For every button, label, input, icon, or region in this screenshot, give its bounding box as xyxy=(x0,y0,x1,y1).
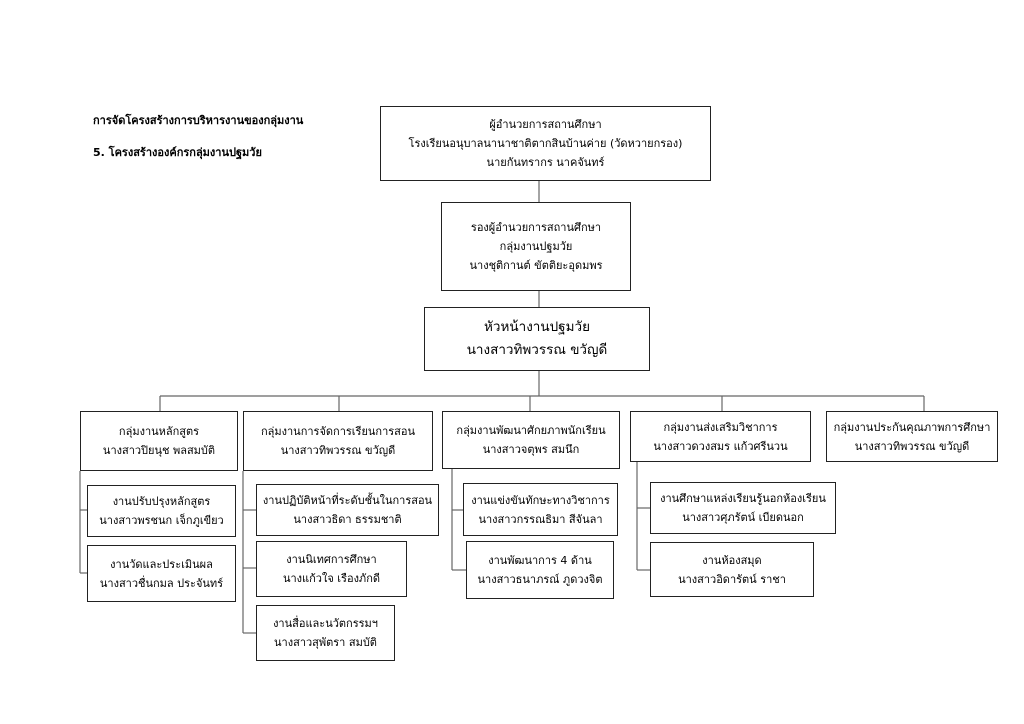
group-quality-assurance-box: กลุ่มงานประกันคุณภาพการศึกษา นางสาวทิพวร… xyxy=(826,411,998,462)
task-class-teaching-box: งานปฏิบัติหน้าที่ระดับชั้นในการสอน นางสา… xyxy=(256,484,439,536)
task-title: งานแข่งขันทักษะทางวิชาการ xyxy=(471,493,610,507)
task-title: งานวัดและประเมินผล xyxy=(110,557,213,571)
task-name: นางแก้วใจ เรืองภักดี xyxy=(282,572,380,585)
group-name: นางสาวทิพวรรณ ขวัญดี xyxy=(280,444,396,457)
deputy-group: กลุ่มงานปฐมวัย xyxy=(499,240,573,253)
task-title: งานห้องสมุด xyxy=(702,553,762,567)
task-outside-learning-box: งานศึกษาแหล่งเรียนรู้นอกห้องเรียน นางสาว… xyxy=(650,482,836,534)
group-teaching-box: กลุ่มงานการจัดการเรียนการสอน นางสาวทิพวร… xyxy=(243,411,433,471)
chart-heading: การจัดโครงสร้างการบริหารงานของกลุ่มงาน xyxy=(93,114,304,127)
head-title: หัวหน้างานปฐมวัย xyxy=(484,319,590,335)
task-supervision-box: งานนิเทศการศึกษา นางแก้วใจ เรืองภักดี xyxy=(256,541,407,597)
task-title: งานปรับปรุงหลักสูตร xyxy=(112,495,211,508)
task-name: นางสาวอิดารัตน์ ราชา xyxy=(678,572,786,586)
group-curriculum-box: กลุ่มงานหลักสูตร นางสาวปิยนุช พลสมบัติ xyxy=(80,411,238,471)
group-name: นางสาวดวงสมร แก้วศรีนวน xyxy=(653,439,788,453)
task-title: งานศึกษาแหล่งเรียนรู้นอกห้องเรียน xyxy=(660,492,826,505)
task-title: งานนิเทศการศึกษา xyxy=(286,553,377,566)
deputy-box: รองผู้อำนวยการสถานศึกษา กลุ่มงานปฐมวัย น… xyxy=(441,202,631,291)
task-curriculum-improvement-box: งานปรับปรุงหลักสูตร นางสาวพรชนก เจ็กภูเข… xyxy=(87,485,236,537)
task-library-box: งานห้องสมุด นางสาวอิดารัตน์ ราชา xyxy=(650,542,814,597)
director-box: ผู้อำนวยการสถานศึกษา โรงเรียนอนุบาลนานาช… xyxy=(380,106,711,181)
task-name: นางสาวกรรณธิมา สีจันลา xyxy=(478,512,603,526)
group-academic-promotion-box: กลุ่มงานส่งเสริมวิชาการ นางสาวดวงสมร แก้… xyxy=(630,411,811,462)
task-title: งานสื่อและนวัตกรรมฯ xyxy=(273,617,378,630)
task-title: งานพัฒนาการ 4 ด้าน xyxy=(488,554,592,567)
task-evaluation-box: งานวัดและประเมินผล นางสาวชื่นกมล ประจันท… xyxy=(87,545,236,602)
director-title: ผู้อำนวยการสถานศึกษา xyxy=(489,118,602,131)
head-box: หัวหน้างานปฐมวัย นางสาวทิพวรรณ ขวัญดี xyxy=(424,307,650,371)
group-title: กลุ่มงานประกันคุณภาพการศึกษา xyxy=(833,420,991,434)
group-name: นางสาวปิยนุช พลสมบัติ xyxy=(102,444,216,457)
head-name: นางสาวทิพวรรณ ขวัญดี xyxy=(466,342,608,358)
deputy-name: นางชุติกานต์ ขัตติยะอุดมพร xyxy=(469,259,603,272)
task-name: นางสาวธนาภรณ์ ภูดวงจิต xyxy=(477,573,603,586)
director-school: โรงเรียนอนุบาลนานาชาติตากสินบ้านค่าย (วั… xyxy=(408,137,683,150)
task-title: งานปฏิบัติหน้าที่ระดับชั้นในการสอน xyxy=(262,494,433,507)
deputy-title: รองผู้อำนวยการสถานศึกษา xyxy=(470,221,602,234)
task-name: นางสาวสุพัตรา สมบัติ xyxy=(274,636,377,649)
chart-subheading: 5. โครงสร้างองค์กรกลุ่มงานปฐมวัย xyxy=(93,146,262,159)
task-name: นางสาวศุภรัตน์ เบียดนอก xyxy=(682,511,804,524)
group-student-potential-box: กลุ่มงานพัฒนาศักยภาพนักเรียน นางสาวจตุพร… xyxy=(442,411,620,469)
group-title: กลุ่มงานหลักสูตร xyxy=(118,425,200,438)
task-name: นางสาวธิดา ธรรมชาติ xyxy=(293,513,402,526)
director-name: นายกันทรากร นาคจันทร์ xyxy=(486,156,605,169)
group-name: นางสาวทิพวรรณ ขวัญดี xyxy=(854,439,970,453)
task-media-innovation-box: งานสื่อและนวัตกรรมฯ นางสาวสุพัตรา สมบัติ xyxy=(256,605,395,661)
group-title: กลุ่มงานการจัดการเรียนการสอน xyxy=(260,425,416,438)
task-name: นางสาวพรชนก เจ็กภูเขียว xyxy=(99,514,224,527)
task-development-box: งานพัฒนาการ 4 ด้าน นางสาวธนาภรณ์ ภูดวงจิ… xyxy=(466,541,614,599)
group-title: กลุ่มงานส่งเสริมวิชาการ xyxy=(663,420,778,434)
task-name: นางสาวชื่นกมล ประจันทร์ xyxy=(99,576,224,590)
group-name: นางสาวจตุพร สมนึก xyxy=(482,443,580,456)
group-title: กลุ่มงานพัฒนาศักยภาพนักเรียน xyxy=(456,424,606,437)
task-academic-competition-box: งานแข่งขันทักษะทางวิชาการ นางสาวกรรณธิมา… xyxy=(463,483,618,536)
